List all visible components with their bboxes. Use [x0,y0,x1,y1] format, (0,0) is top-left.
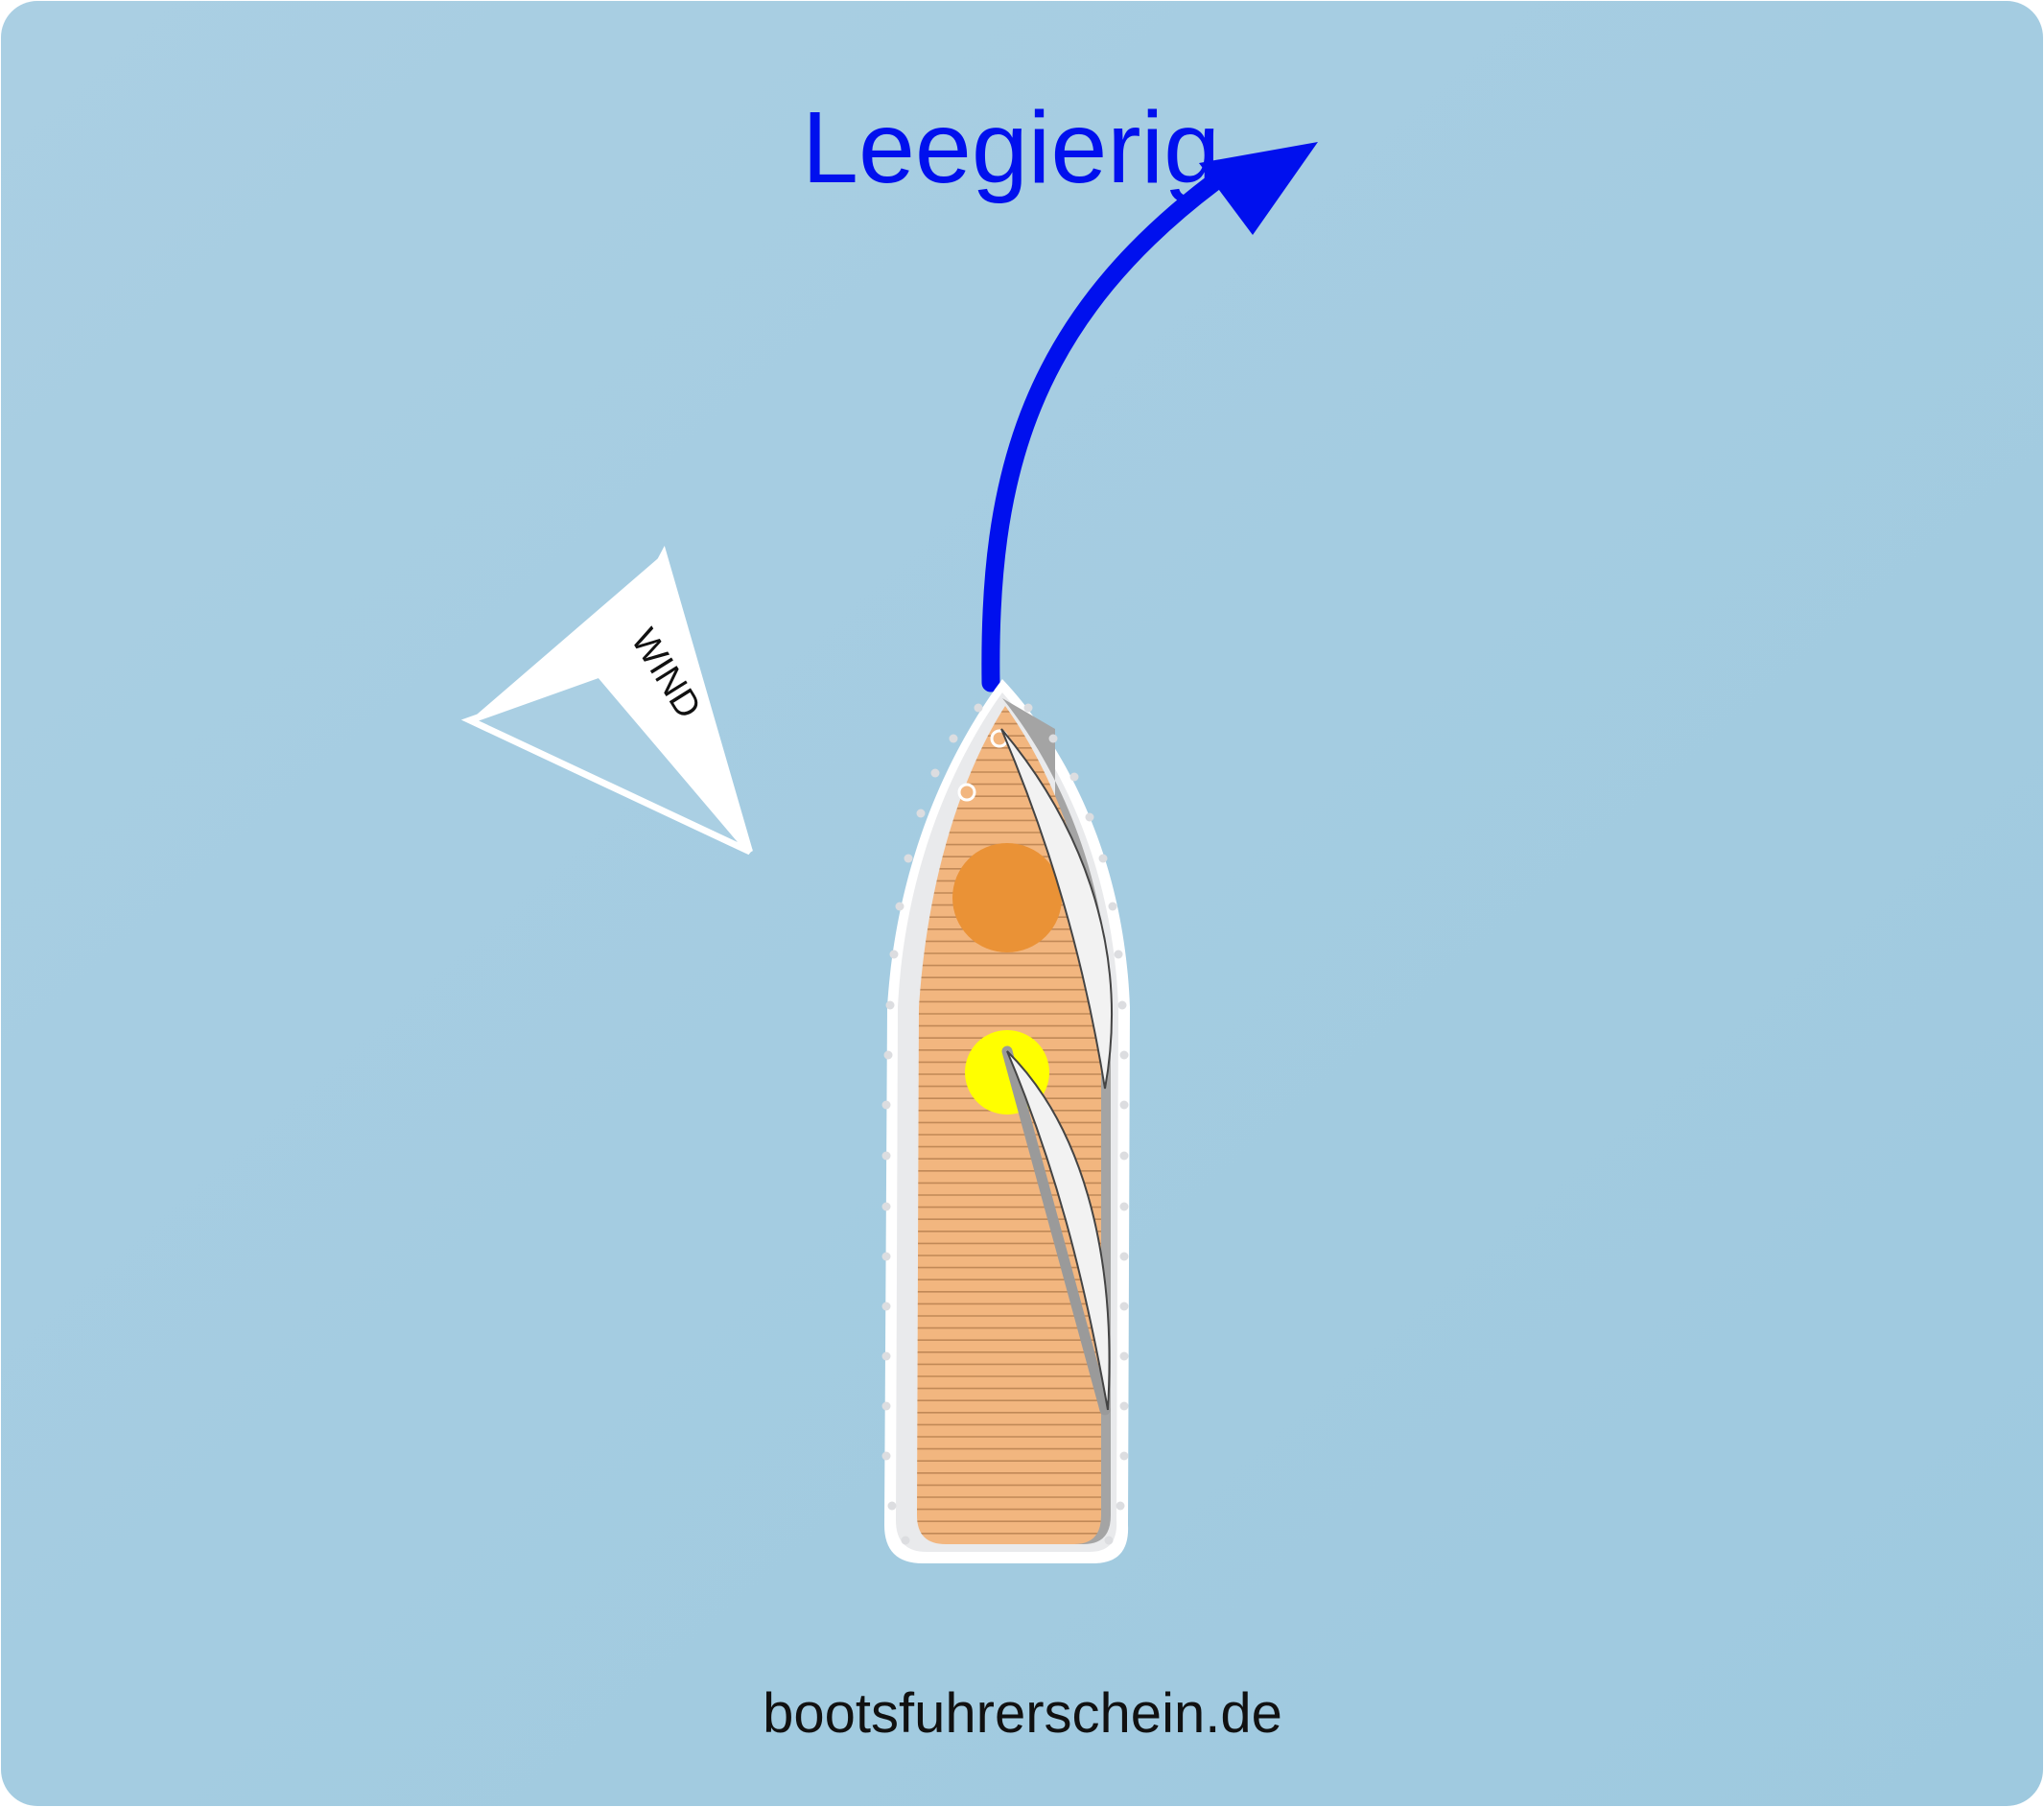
stanchion-dot [881,1451,891,1461]
stanchion-dot [1119,1351,1129,1361]
stanchion-dot [883,1050,893,1060]
stanchion-dot [881,1302,891,1311]
stanchion-dot [1119,1302,1129,1311]
foremast [952,843,1062,952]
stanchion-dot [1108,902,1117,911]
bow-fitting [957,783,976,802]
foresail [1000,728,1113,1090]
stanchion-dot [1119,1202,1129,1211]
stanchion-dot [1119,1151,1129,1161]
stanchion-dot [889,950,899,959]
stanchion-dot [1119,1100,1129,1110]
stanchion-dot [1114,950,1123,959]
stanchion-dot [895,902,905,911]
stanchion-dot [881,1351,891,1361]
mainsail [1006,1050,1111,1411]
stanchion-dot [881,1151,891,1161]
stanchion-dot [881,1202,891,1211]
stanchion-dot [949,734,958,743]
stanchion-dot [1098,854,1108,863]
stanchion-dot [1116,1501,1125,1511]
stanchion-dot [930,768,940,778]
stanchion-dot [974,703,983,713]
boom [1001,1045,1111,1416]
stanchion-dot [1069,772,1079,782]
stanchion-dot [901,1536,910,1545]
curved-turn-arrow-icon [981,142,1318,692]
stanchion-dot [1119,1401,1129,1411]
stanchion-dot [916,809,926,818]
stanchion-dot [887,1501,897,1511]
stanchion-dot [881,1100,891,1110]
stanchion-dot [1048,734,1058,743]
stanchion-dot [885,1000,895,1010]
stanchion-dot [1119,1252,1129,1261]
stanchion-dot [904,854,913,863]
stanchion-dot [1117,1000,1127,1010]
railing-stanchions [881,703,1129,1545]
stanchion-dot [1119,1451,1129,1461]
stanchion-dot [1085,812,1094,822]
stanchion-dot [881,1252,891,1261]
stanchion-dot [1104,1536,1114,1545]
footer-website: bootsfuhrerschein.de [763,1682,1282,1745]
stanchion-dot [1119,1050,1129,1060]
sailboat [881,679,1130,1563]
diagram-title: Leegierig [802,91,1220,204]
stanchion-dot [1023,703,1033,713]
stanchion-dot [881,1401,891,1411]
